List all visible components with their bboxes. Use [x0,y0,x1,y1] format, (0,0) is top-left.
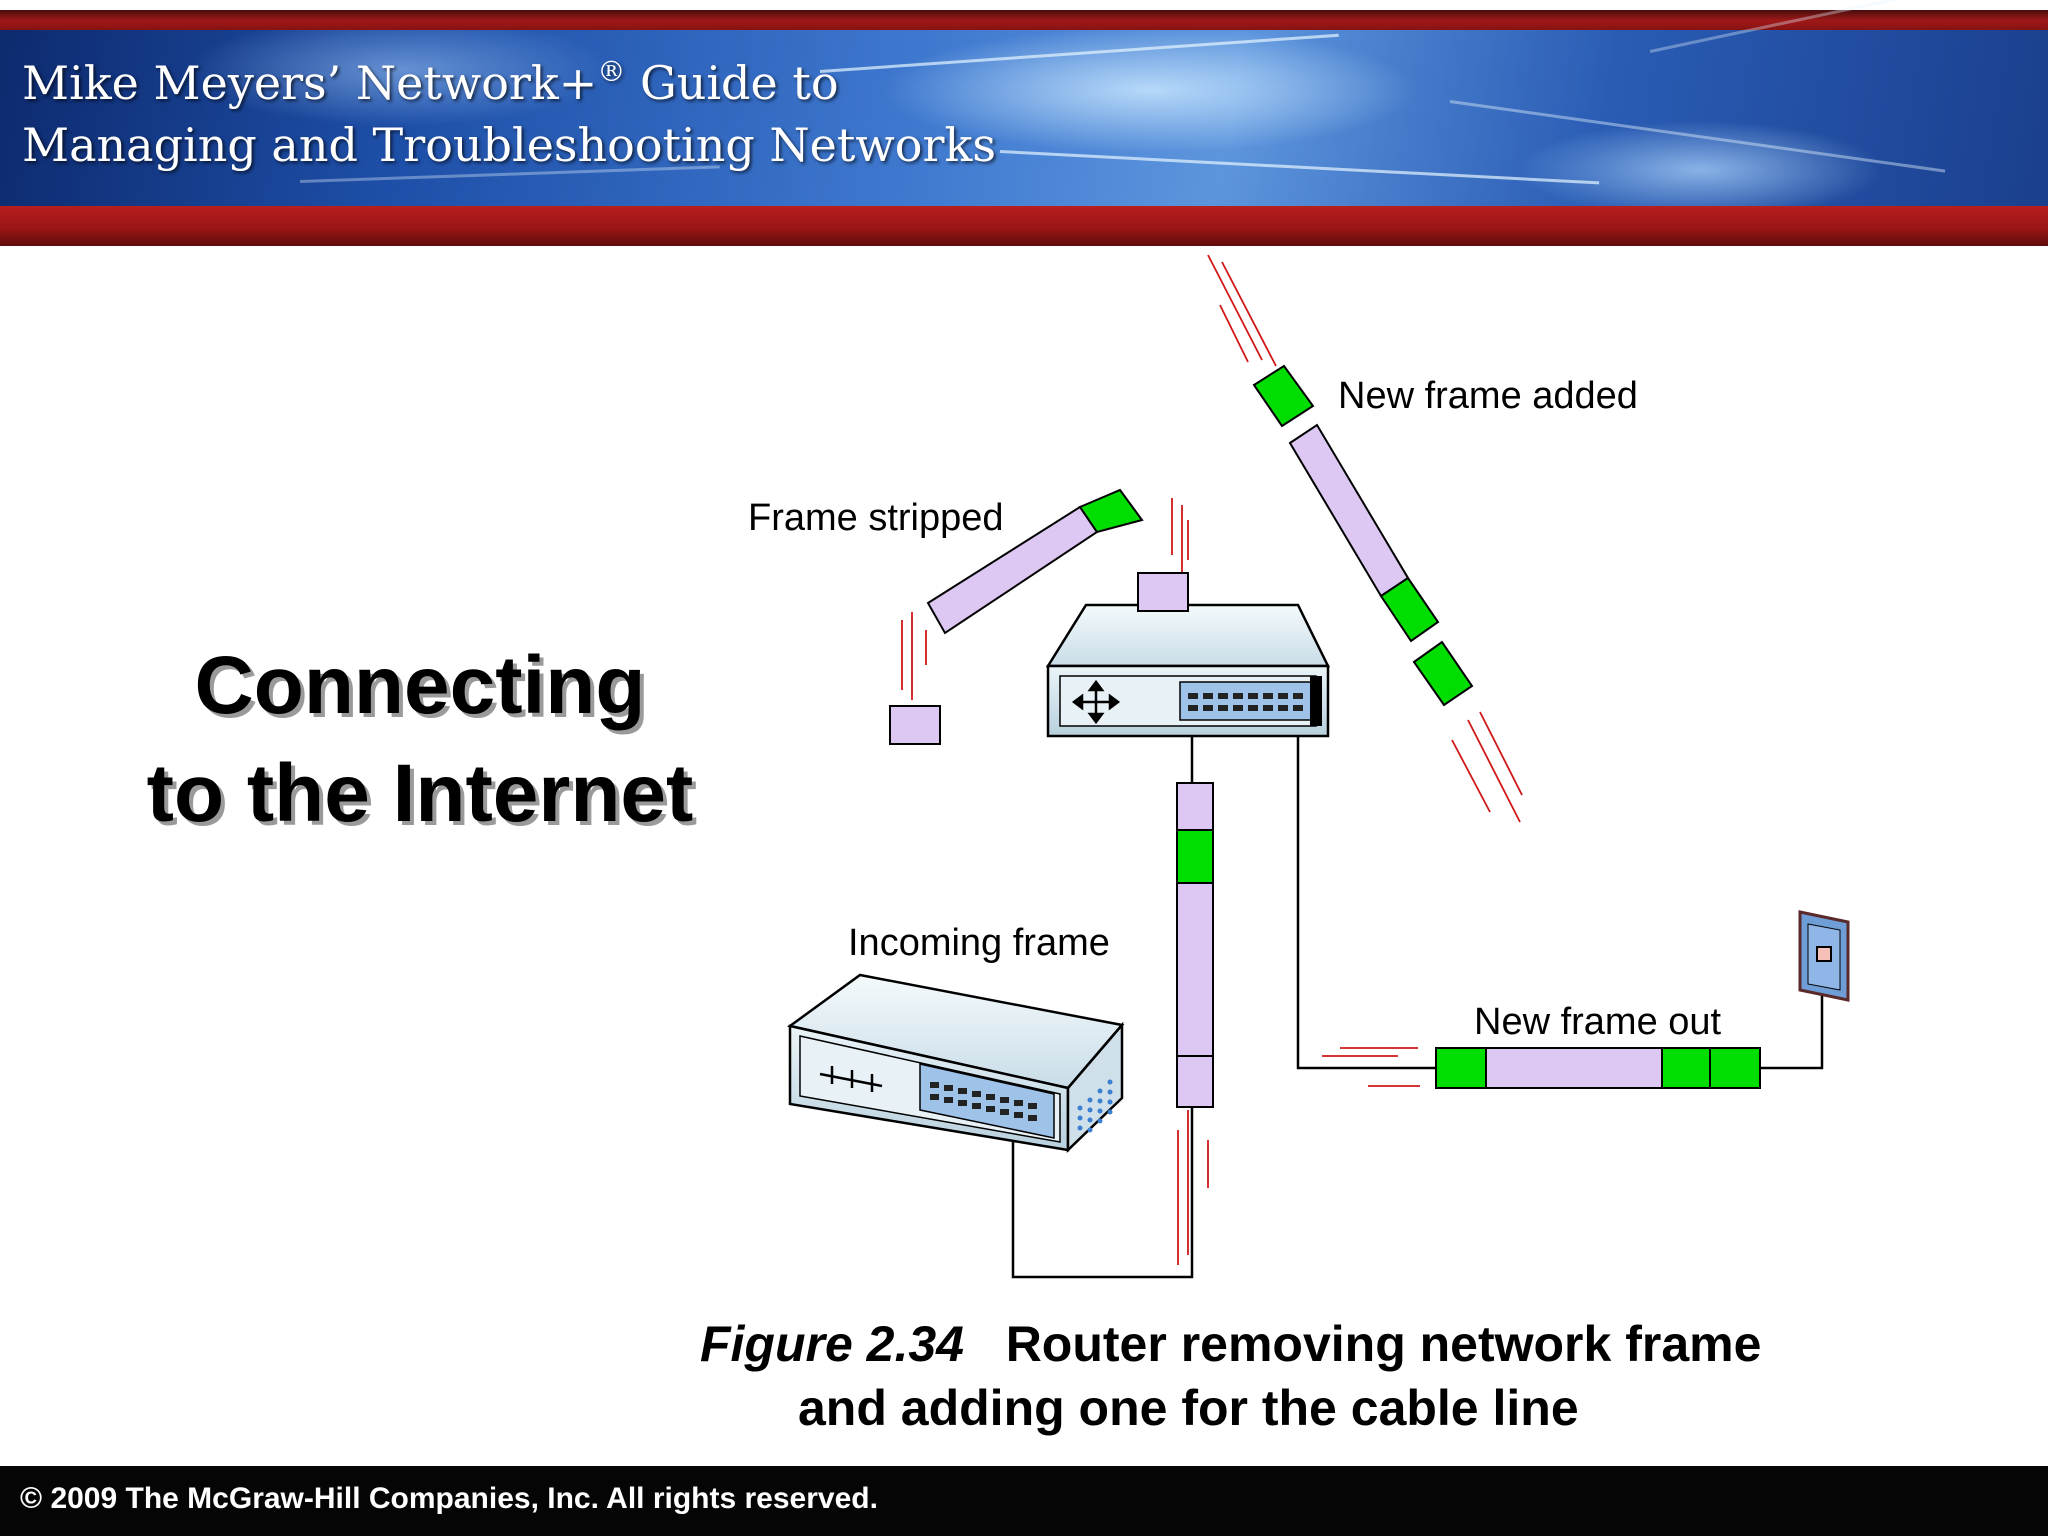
signal-lines [901,254,1523,1265]
book-title: Mike Meyers’ Network+® Guide to Managing… [22,52,996,176]
router-symbol-icon [1071,679,1121,725]
header-banner: Mike Meyers’ Network+® Guide to Managing… [0,0,2048,246]
cable-router-to-switch [1011,696,1194,1279]
figure-caption: Figure 2.34 Router removing network fram… [700,1312,2000,1440]
label-new-frame-out: New frame out [1474,1001,1722,1043]
book-title-line2: Managing and Troubleshooting Networks [22,118,996,172]
new-frame-added-packet [1252,364,1474,707]
switch-icon [787,973,1125,1153]
caption-text-line1: Router removing network frame [1005,1316,1762,1372]
stripped-data-packet [889,705,941,745]
figure-number: Figure 2.34 [700,1316,964,1372]
slide-heading-line2: to the Internet [146,748,694,839]
book-title-line1: Mike Meyers’ Network+® Guide to [22,55,839,110]
label-incoming-frame: Incoming frame [848,922,1110,964]
banner-background-image [0,0,2048,206]
slide-heading-line1: Connecting [194,640,646,731]
copyright-text: © 2009 The McGraw-Hill Companies, Inc. A… [20,1482,878,1515]
label-new-frame-added: New frame added [1338,375,1638,417]
frame-stripped-packet [926,488,1144,635]
footer-bar: © 2009 The McGraw-Hill Companies, Inc. A… [0,1466,2048,1536]
slide-heading: Connecting to the Internet [70,632,770,848]
banner-bottom-stripe [0,206,2048,246]
cables [1011,696,1824,1279]
switch-symbol-icon [819,1066,883,1092]
label-frame-stripped: Frame stripped [748,497,1004,539]
incoming-frame-packet [1176,782,1214,1108]
caption-text-line2: and adding one for the cable line [798,1380,1579,1436]
router-icon [1045,572,1331,738]
new-frame-out-packet [1435,1047,1761,1089]
packet-on-router [1137,572,1189,612]
wall-jack-icon [1798,910,1850,1002]
